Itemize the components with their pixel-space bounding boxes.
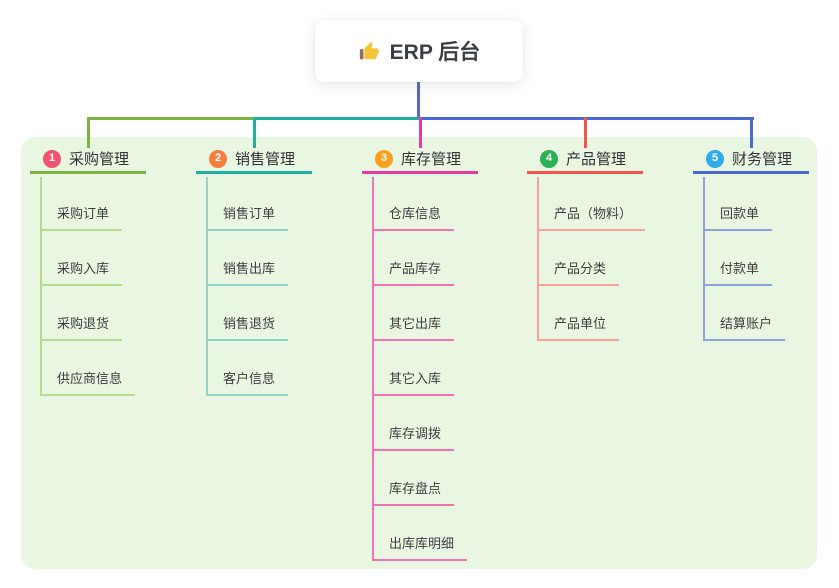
branch-number-badge: 4	[540, 149, 558, 168]
child-node[interactable]: 回款单	[703, 203, 773, 231]
branch-node-4[interactable]: 4 产品管理	[527, 146, 643, 174]
child-node[interactable]: 供应商信息	[40, 368, 136, 396]
root-node[interactable]: ERP 后台	[315, 20, 523, 82]
children-connector-line	[703, 177, 705, 341]
branch-drop-line	[87, 117, 90, 148]
child-node[interactable]: 采购订单	[40, 203, 123, 231]
child-node[interactable]: 仓库信息	[372, 203, 455, 231]
branch-drop-line	[750, 117, 753, 148]
child-node[interactable]: 结算账户	[703, 313, 786, 341]
child-node[interactable]: 出库库明细	[372, 533, 468, 561]
child-node[interactable]: 采购退货	[40, 313, 123, 341]
thumbs-up-icon	[358, 40, 380, 62]
child-node[interactable]: 销售订单	[206, 203, 289, 231]
child-node[interactable]: 其它出库	[372, 313, 455, 341]
child-node[interactable]: 库存盘点	[372, 478, 455, 506]
child-node[interactable]: 采购入库	[40, 258, 123, 286]
branch-number-badge: 1	[43, 149, 61, 168]
children-connector-line	[40, 177, 42, 396]
branch-connector-line	[420, 117, 754, 120]
branch-drop-line	[584, 117, 587, 148]
branch-node-2[interactable]: 2 销售管理	[196, 146, 312, 174]
children-connector-line	[537, 177, 539, 341]
child-node[interactable]: 其它入库	[372, 368, 455, 396]
branch-connector-line	[254, 117, 423, 120]
branch-number-badge: 2	[209, 149, 227, 168]
child-node[interactable]: 产品（物料）	[537, 203, 646, 231]
branch-number-badge: 5	[706, 149, 724, 168]
children-connector-line	[206, 177, 208, 396]
child-node[interactable]: 付款单	[703, 258, 773, 286]
branch-node-5[interactable]: 5 财务管理	[693, 146, 809, 174]
branch-connector-line	[88, 117, 257, 120]
branches-panel	[21, 137, 817, 569]
root-connector-line	[417, 82, 420, 117]
child-node[interactable]: 产品库存	[372, 258, 455, 286]
branch-label-text: 产品管理	[566, 151, 627, 168]
branch-node-1[interactable]: 1 采购管理	[30, 146, 146, 174]
branch-drop-line	[253, 117, 256, 148]
branch-label-text: 采购管理	[69, 151, 130, 168]
root-title: ERP 后台	[389, 41, 481, 64]
branch-label-text: 财务管理	[732, 151, 793, 168]
child-node[interactable]: 产品分类	[537, 258, 620, 286]
child-node[interactable]: 销售退货	[206, 313, 289, 341]
branch-label-text: 销售管理	[235, 151, 296, 168]
child-node[interactable]: 库存调拨	[372, 423, 455, 451]
child-node[interactable]: 产品单位	[537, 313, 620, 341]
child-node[interactable]: 销售出库	[206, 258, 289, 286]
branch-number-badge: 3	[375, 149, 393, 168]
child-node[interactable]: 客户信息	[206, 368, 289, 396]
branch-node-3[interactable]: 3 库存管理	[362, 146, 478, 174]
branch-drop-line	[419, 117, 422, 148]
branch-label-text: 库存管理	[401, 151, 462, 168]
children-connector-line	[372, 177, 374, 561]
